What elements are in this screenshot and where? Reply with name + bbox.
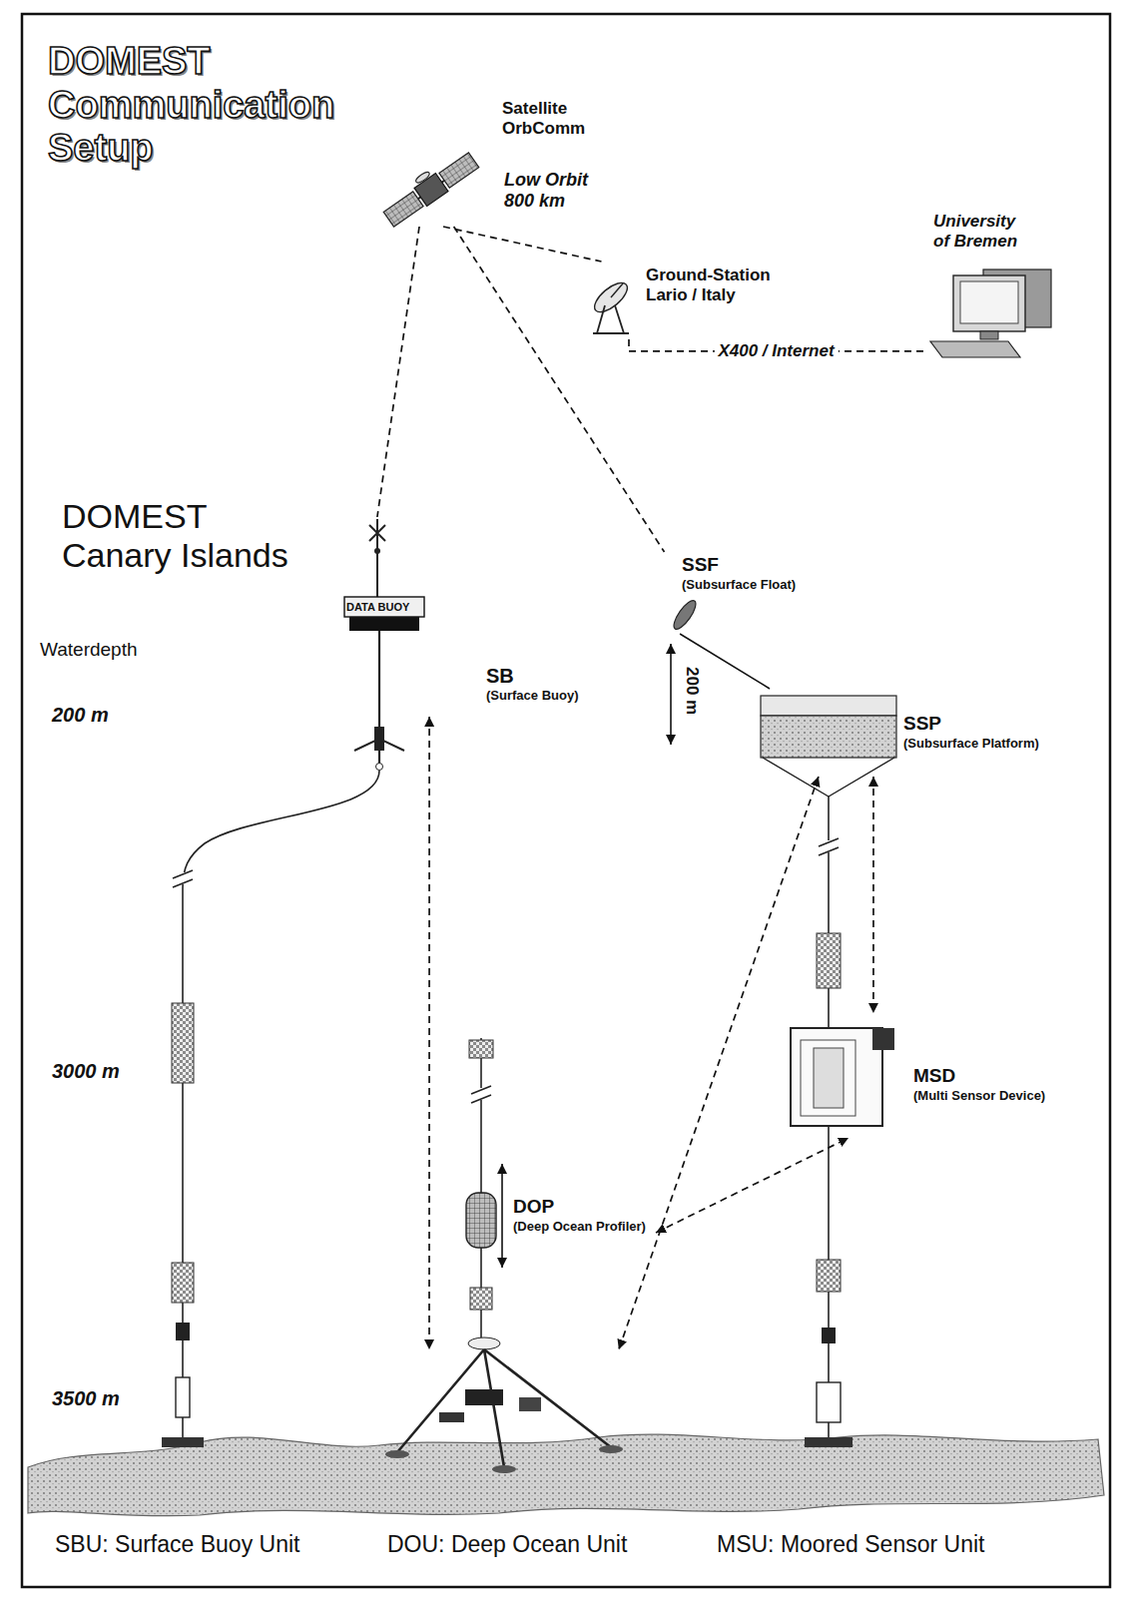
- unit-caption: SBU: Surface Buoy Unit: [54, 1531, 300, 1558]
- node-label: SSP: [903, 712, 942, 735]
- surface-buoy-drawing: [344, 519, 425, 771]
- node-sublabel: (Subsurface Platform): [903, 736, 1040, 752]
- node-sublabel: (Subsurface Float): [681, 577, 796, 593]
- signal-link: [872, 776, 875, 1014]
- satellite-icon: [378, 144, 481, 228]
- node-sublabel: (Deep Ocean Profiler): [513, 1219, 646, 1235]
- profiler-mooring: [466, 1038, 503, 1338]
- link-label: X400 / Internet: [713, 341, 838, 362]
- sensor-device-node: MSD(Multi Sensor Device): [768, 1013, 1089, 1138]
- node-sublabel: SB: [486, 664, 515, 688]
- ground-station-node: Ground-Station Lario / Italy: [583, 261, 834, 340]
- profiler-node: DOP(Deep Ocean Profiler): [461, 1157, 656, 1258]
- university-node: University of Bremen: [923, 211, 1069, 367]
- node-sublabel: (Multi Sensor Device): [913, 1089, 1046, 1105]
- signal-link: [655, 1137, 849, 1233]
- signal-link: [454, 226, 665, 553]
- depth-value: 200 m: [51, 703, 109, 727]
- node-label: DOU: Deep Ocean Unit: [387, 1531, 627, 1558]
- signal-link: [443, 226, 601, 262]
- distance-value: 200 m: [681, 666, 702, 715]
- axis-label: Waterdepth: [39, 638, 138, 661]
- node-label: DATA BUOY: [346, 600, 410, 614]
- node-label: University of Bremen: [933, 211, 1024, 251]
- float-node: SSF(Subsurface Float): [653, 552, 829, 634]
- node-label: Ground-Station Lario / Italy: [645, 265, 796, 305]
- node-label: SSF: [681, 554, 719, 576]
- signal-link: [618, 776, 819, 1350]
- figure-frame: [21, 13, 1111, 1588]
- node-label: MSD: [913, 1065, 956, 1088]
- ground-antenna: [589, 277, 632, 334]
- tripod-frame: [385, 1337, 623, 1474]
- unit-caption: MSU: Moored Sensor Unit: [716, 1531, 985, 1558]
- sea-floor: [27, 1434, 1105, 1517]
- node-label: Satellite OrbComm: [502, 98, 594, 138]
- diagram-title: DOMEST Communication Setup: [47, 39, 378, 171]
- depth-value: 3500 m: [51, 1387, 120, 1411]
- signal-link: [428, 716, 431, 1350]
- node-label: DOP: [513, 1195, 555, 1218]
- surface-buoy-mooring: [161, 770, 380, 1448]
- region-title: DOMEST Canary Islands: [61, 497, 307, 575]
- platform-node: SSP(Subsurface Platform): [753, 688, 1074, 777]
- computer-icon: [930, 269, 1052, 358]
- depth-value: 3000 m: [51, 1060, 120, 1084]
- satellite-node: Satellite OrbCommLow Orbit 800 km: [384, 94, 624, 227]
- platform-mooring: [760, 695, 897, 1448]
- deep-unit-node: DOU: Deep Ocean Unit: [384, 1349, 684, 1565]
- signal-link: [377, 226, 420, 518]
- node-sublabel: (Surface Buoy): [486, 688, 578, 704]
- buoy-node: DATA BUOY SB(Surface Buoy): [339, 517, 604, 717]
- node-sublabel: Low Orbit 800 km: [504, 169, 604, 211]
